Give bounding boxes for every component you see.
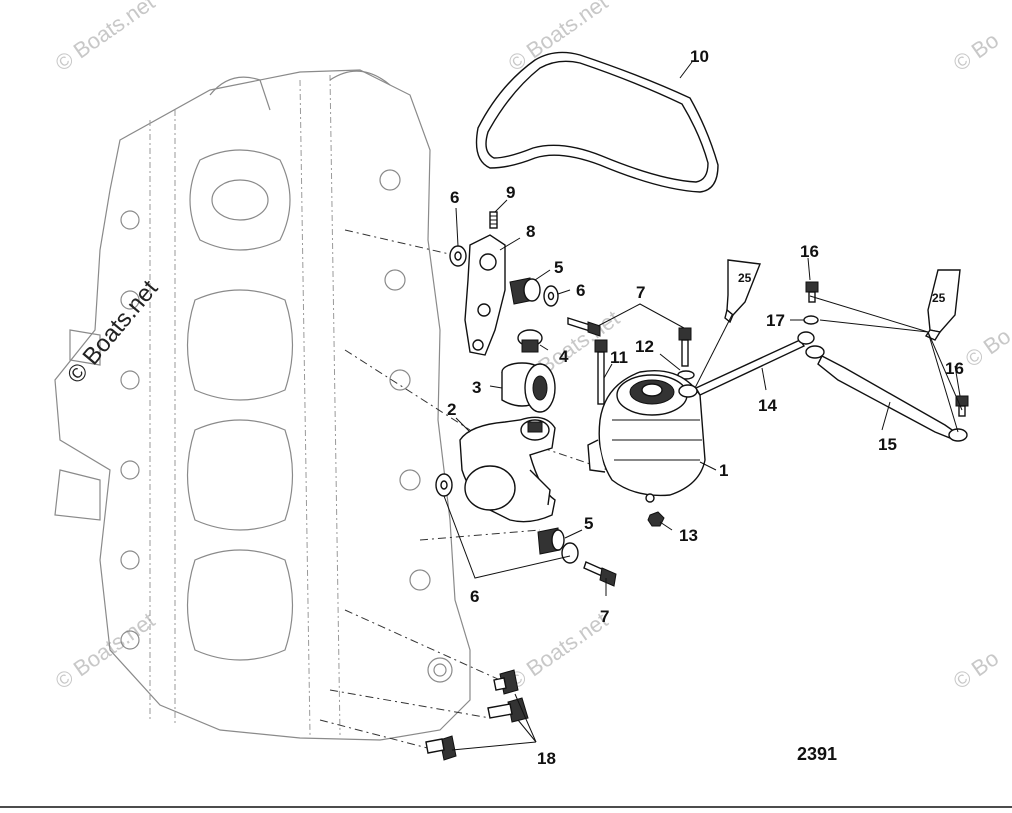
callout-1: 1 bbox=[719, 461, 728, 480]
part-18-studs bbox=[425, 669, 529, 761]
figure-number: 2391 bbox=[797, 744, 837, 764]
watermark-bottom-right: © Bo bbox=[949, 645, 1004, 694]
part-15-brace bbox=[805, 345, 968, 442]
callout-5-low: 5 bbox=[584, 514, 593, 533]
part-7-bolt-top bbox=[567, 317, 601, 337]
watermark-right-mid: © Bo bbox=[961, 323, 1012, 372]
part-13-nut bbox=[647, 511, 665, 527]
callout-10: 10 bbox=[690, 47, 709, 66]
watermark-bottom-left: © Boats.net bbox=[51, 607, 160, 694]
part-11-long-bolt bbox=[594, 339, 608, 405]
grease-tube-right: 25 bbox=[924, 269, 961, 341]
callout-16-right: 16 bbox=[945, 359, 964, 378]
watermark-top-left: © Boats.net bbox=[51, 0, 160, 76]
grease-tube-left: 25 bbox=[724, 259, 761, 324]
callout-8: 8 bbox=[526, 222, 535, 241]
part-5-spacer-low bbox=[537, 527, 565, 555]
callout-12: 12 bbox=[635, 337, 654, 356]
callout-11: 11 bbox=[610, 348, 628, 367]
tube-label-right: 25 bbox=[932, 291, 946, 305]
part-4-cap bbox=[517, 329, 543, 353]
tube-label-left: 25 bbox=[738, 271, 752, 285]
callout-18: 18 bbox=[537, 749, 556, 768]
callout-4: 4 bbox=[559, 347, 569, 366]
callout-6-top: 6 bbox=[450, 188, 459, 207]
part-8-bracket bbox=[464, 234, 506, 356]
callout-13: 13 bbox=[679, 526, 698, 545]
engine-block bbox=[54, 69, 471, 741]
callout-6-low: 6 bbox=[470, 587, 479, 606]
callout-17: 17 bbox=[766, 311, 785, 330]
callout-16-top: 16 bbox=[800, 242, 819, 261]
callout-3: 3 bbox=[472, 378, 481, 397]
part-6-washer-low2 bbox=[561, 542, 579, 564]
leader-lines bbox=[443, 61, 963, 751]
part-7-bolt-low bbox=[583, 561, 617, 587]
part-16-bolt-right bbox=[955, 395, 969, 417]
part-5-spacer-top bbox=[509, 277, 541, 305]
watermark-top-right: © Bo bbox=[949, 27, 1004, 76]
callout-7-top: 7 bbox=[636, 283, 645, 302]
watermark-engine: © Boats.net bbox=[62, 275, 164, 389]
part-14-rod bbox=[678, 331, 815, 398]
part-9-fitting bbox=[489, 211, 498, 229]
callout-labels: 1 2 3 4 5 5 6 6 6 7 7 8 9 10 11 12 13 14… bbox=[447, 47, 964, 768]
part-17-washer bbox=[803, 315, 819, 325]
alignment-lines bbox=[319, 229, 609, 751]
drive-belt bbox=[475, 51, 719, 193]
part-2-tensioner bbox=[459, 416, 556, 523]
callout-6-mid: 6 bbox=[576, 281, 585, 300]
part-16-bolt-top bbox=[805, 281, 819, 303]
part-3-pulley bbox=[501, 362, 556, 413]
callout-7-low: 7 bbox=[600, 607, 609, 626]
callout-15: 15 bbox=[878, 435, 897, 454]
part-1-alternator bbox=[587, 370, 706, 503]
callout-2: 2 bbox=[447, 400, 456, 419]
callout-5-top: 5 bbox=[554, 258, 563, 277]
watermark-bottom-center: © Boats.net bbox=[504, 607, 613, 694]
part-7-bolt-alt bbox=[678, 327, 692, 367]
callout-14: 14 bbox=[758, 396, 777, 415]
callout-9: 9 bbox=[506, 183, 515, 202]
